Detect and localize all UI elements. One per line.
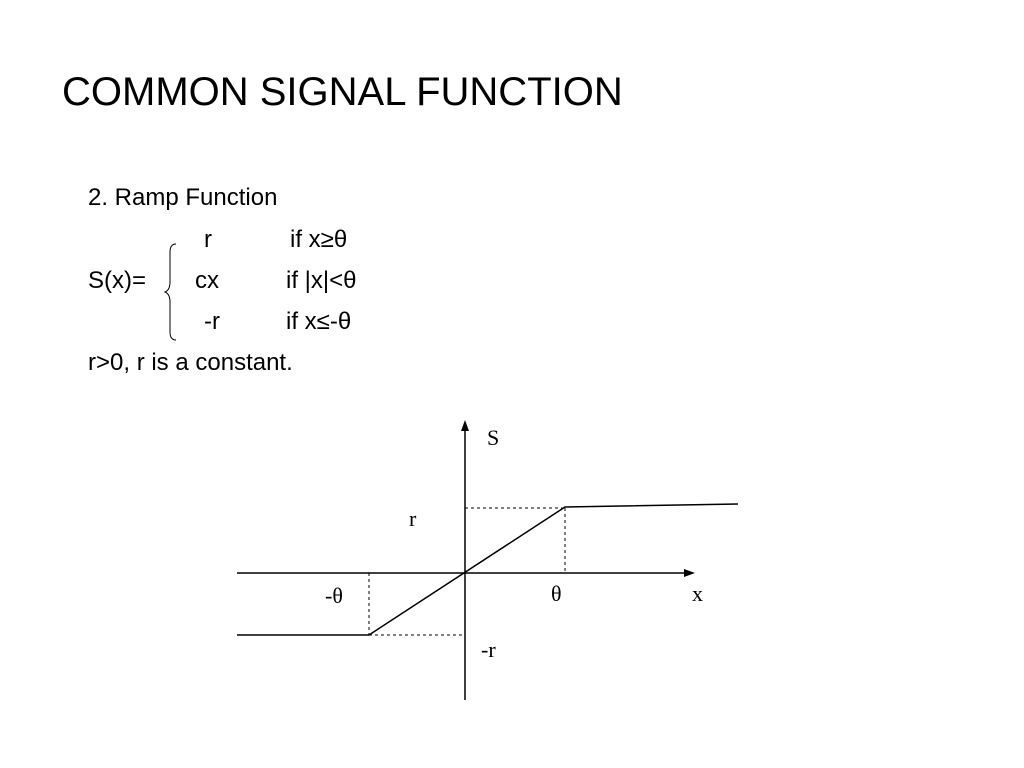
x-axis-arrow [684, 569, 695, 577]
ramp-curve [237, 503, 739, 636]
case-1-condition: if x≥θ [290, 226, 348, 253]
y-axis-arrow [461, 420, 469, 431]
case-1-value: r [204, 226, 212, 253]
y-axis-label: S [487, 425, 500, 450]
case-3-condition: if x≤-θ [286, 308, 352, 335]
neg-threshold-label: -θ [325, 583, 343, 608]
slide-title: COMMON SIGNAL FUNCTION [62, 70, 623, 114]
lower-level-label: -r [481, 637, 496, 662]
definition-lhs: S(x)= [88, 267, 147, 294]
case-3-value: -r [204, 308, 220, 335]
x-axis-label: x [692, 581, 703, 606]
case-2-value: cx [195, 267, 219, 294]
constant-note: r>0, r is a constant. [88, 349, 293, 376]
case-brace [163, 243, 177, 341]
case-2-condition: if |x|<θ [286, 267, 357, 294]
threshold-label: θ [551, 581, 562, 606]
upper-level-label: r [409, 506, 417, 531]
function-name: 2. Ramp Function [88, 184, 278, 211]
